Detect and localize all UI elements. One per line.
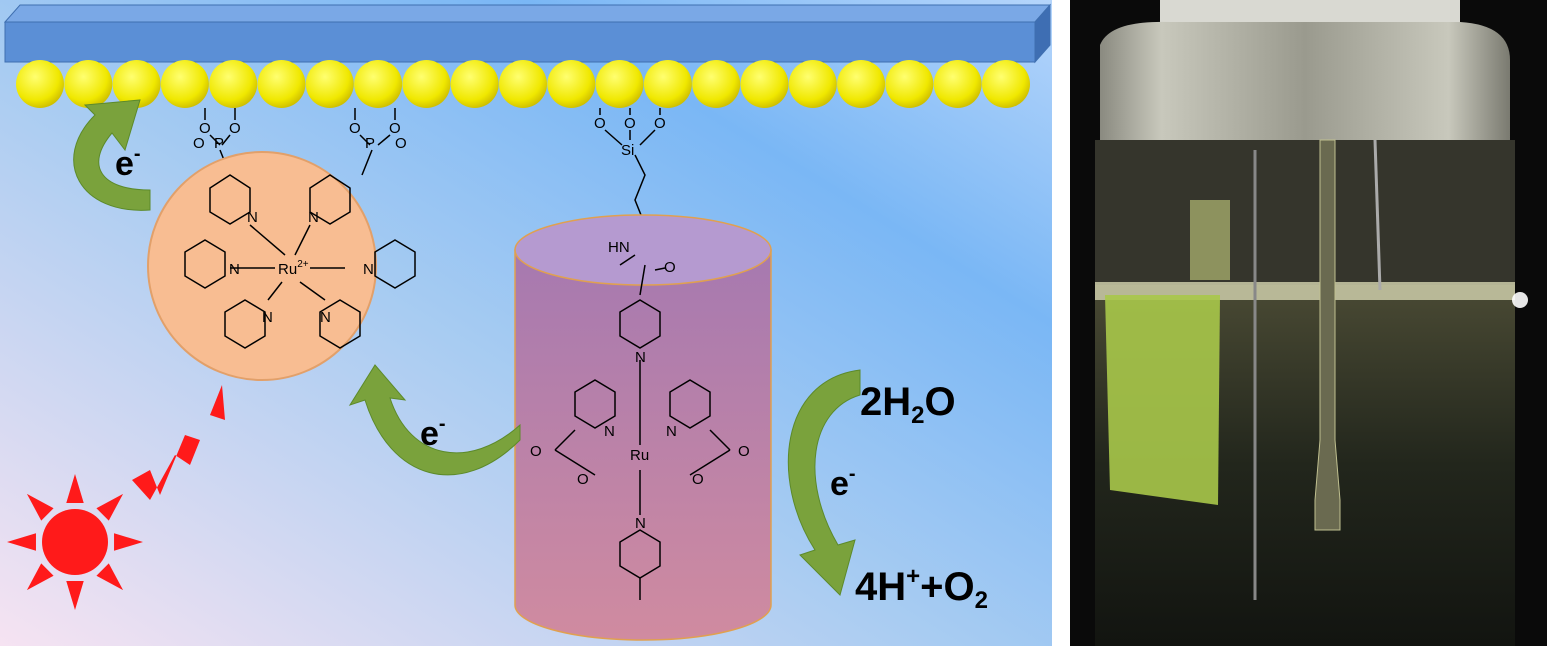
oxygen-label: O bbox=[229, 120, 241, 137]
nanoparticle bbox=[547, 60, 596, 108]
oxygen-label: O bbox=[530, 443, 542, 460]
nanoparticle bbox=[885, 60, 934, 108]
ru-bpy-complex bbox=[184, 174, 416, 349]
nitrogen-label: N bbox=[635, 515, 646, 532]
nitrogen-label: N bbox=[635, 349, 646, 366]
nitrogen-label: N bbox=[363, 261, 374, 278]
nanoparticle bbox=[16, 60, 64, 108]
photosensitizer-circle bbox=[147, 151, 377, 381]
oxygen-label: O bbox=[664, 259, 676, 276]
water-oxidation-arrow bbox=[787, 369, 861, 596]
nitrogen-label: N bbox=[604, 423, 615, 440]
nanoparticle bbox=[788, 60, 837, 108]
sun-ray bbox=[114, 533, 143, 551]
nanoparticle bbox=[354, 60, 403, 108]
electrode-bar bbox=[3, 3, 1052, 64]
catalyst-cylinder bbox=[514, 214, 772, 641]
oxygen-label: O bbox=[738, 443, 750, 460]
oxygen-label: O bbox=[193, 135, 205, 152]
nitrogen-label: N bbox=[247, 209, 258, 226]
oxygen-label: O bbox=[692, 471, 704, 488]
nanoparticle bbox=[402, 60, 451, 108]
nitrogen-label: N bbox=[229, 261, 240, 278]
nanoparticle bbox=[595, 60, 644, 108]
products-label: 4H++O2 bbox=[855, 563, 988, 614]
oxygen-label: O bbox=[349, 120, 361, 137]
nanoparticle bbox=[257, 60, 306, 108]
nanoparticle bbox=[305, 60, 354, 108]
oxygen-label: O bbox=[594, 115, 606, 132]
oxygen-label: O bbox=[395, 135, 407, 152]
phosphonate-anchors bbox=[204, 108, 661, 246]
nanoparticle bbox=[837, 60, 886, 108]
electron-label: e- bbox=[115, 143, 141, 183]
nanoparticle bbox=[64, 60, 113, 108]
photoanode-electrode bbox=[1105, 295, 1220, 505]
nanoparticle bbox=[982, 60, 1030, 108]
phosphorus-label: P bbox=[214, 135, 224, 152]
sun-ray bbox=[26, 563, 54, 591]
nanoparticle bbox=[112, 60, 161, 108]
electron-label: e- bbox=[830, 463, 856, 503]
lightning-icon bbox=[132, 385, 225, 500]
electron-label: e- bbox=[420, 413, 446, 453]
nanoparticle bbox=[450, 60, 499, 108]
nanoparticle bbox=[740, 60, 789, 108]
phosphorus-label: P bbox=[365, 135, 375, 152]
nitrogen-label: N bbox=[320, 309, 331, 326]
sun-ray bbox=[66, 581, 84, 610]
oxygen-label: O bbox=[624, 115, 636, 132]
nanoparticle bbox=[933, 60, 982, 108]
ruthenium-label: Ru bbox=[630, 447, 649, 464]
nanoparticle bbox=[499, 60, 547, 108]
sun-ray bbox=[26, 493, 54, 521]
oxygen-label: O bbox=[654, 115, 666, 132]
water-oxidation-scheme: O O O P O O O P O O O Si N N N N N N Ru2… bbox=[0, 0, 1052, 646]
nanoparticle bbox=[692, 60, 741, 108]
reference-electrode bbox=[1314, 139, 1341, 531]
sun-ray bbox=[66, 474, 84, 503]
ruthenium-label: Ru2+ bbox=[278, 259, 309, 278]
nanoparticle bbox=[160, 60, 209, 108]
nanoparticle bbox=[209, 60, 258, 108]
ru-catalyst-complex bbox=[554, 254, 731, 600]
amide-nh-label: HN bbox=[608, 239, 630, 256]
nanoparticle-row bbox=[16, 60, 1030, 108]
sun-ray bbox=[96, 563, 124, 591]
oxygen-label: O bbox=[389, 120, 401, 137]
nitrogen-label: N bbox=[308, 209, 319, 226]
electron-transfer-arrow-to-electrode bbox=[73, 99, 151, 211]
sun-ray bbox=[7, 533, 36, 551]
electron-transfer-arrow-to-photosensitizer bbox=[348, 364, 521, 476]
nanoparticle bbox=[643, 60, 692, 108]
sun-icon bbox=[7, 474, 143, 610]
water-label: 2H2O bbox=[860, 380, 956, 429]
nitrogen-label: N bbox=[262, 309, 273, 326]
oxygen-label: O bbox=[577, 471, 589, 488]
nitrogen-label: N bbox=[666, 423, 677, 440]
sun-ray bbox=[96, 493, 124, 521]
photo-electrochemical-cell bbox=[1070, 0, 1547, 646]
silicon-label: Si bbox=[621, 142, 634, 159]
oxygen-label: O bbox=[199, 120, 211, 137]
